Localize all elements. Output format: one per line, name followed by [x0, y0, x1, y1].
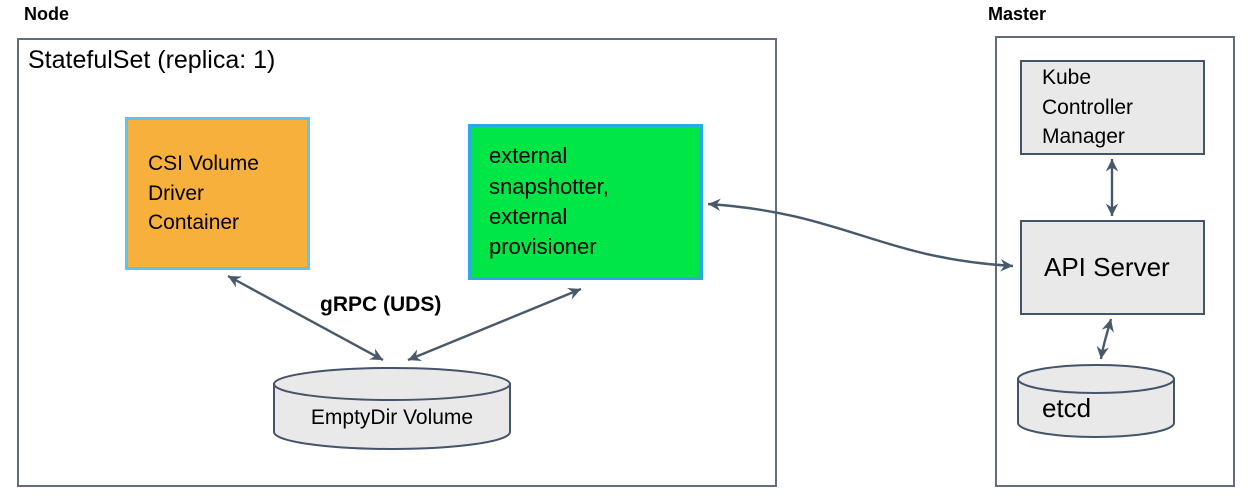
master-section-label: Master [988, 4, 1047, 24]
csi-volume-driver-box: CSI Volume Driver Container [125, 117, 310, 270]
api-server-label: API Server [1044, 252, 1170, 282]
sidecar-containers-label: external snapshotter, external provision… [489, 143, 609, 260]
csi-volume-driver-label: CSI Volume Driver Container [148, 151, 259, 235]
etcd-cylinder: etcd [1016, 363, 1176, 443]
statefulset-title: StatefulSet (replica: 1) [28, 46, 276, 74]
kube-controller-manager-box: Kube Controller Manager [1020, 60, 1205, 155]
cylinder-shape [1017, 364, 1175, 438]
grpc-uds-label: gRPC (UDS) [320, 293, 442, 316]
api-server-box: API Server [1020, 220, 1205, 315]
sidecar-containers-box: external snapshotter, external provision… [468, 124, 703, 280]
node-section-label: Node [24, 4, 69, 24]
emptydir-volume-cylinder: EmptyDir Volume [272, 366, 512, 456]
kube-controller-manager-label: Kube Controller Manager [1042, 66, 1134, 149]
emptydir-volume-label: EmptyDir Volume [310, 406, 474, 429]
etcd-label: etcd [1042, 393, 1092, 423]
cylinder-shape [273, 367, 511, 450]
